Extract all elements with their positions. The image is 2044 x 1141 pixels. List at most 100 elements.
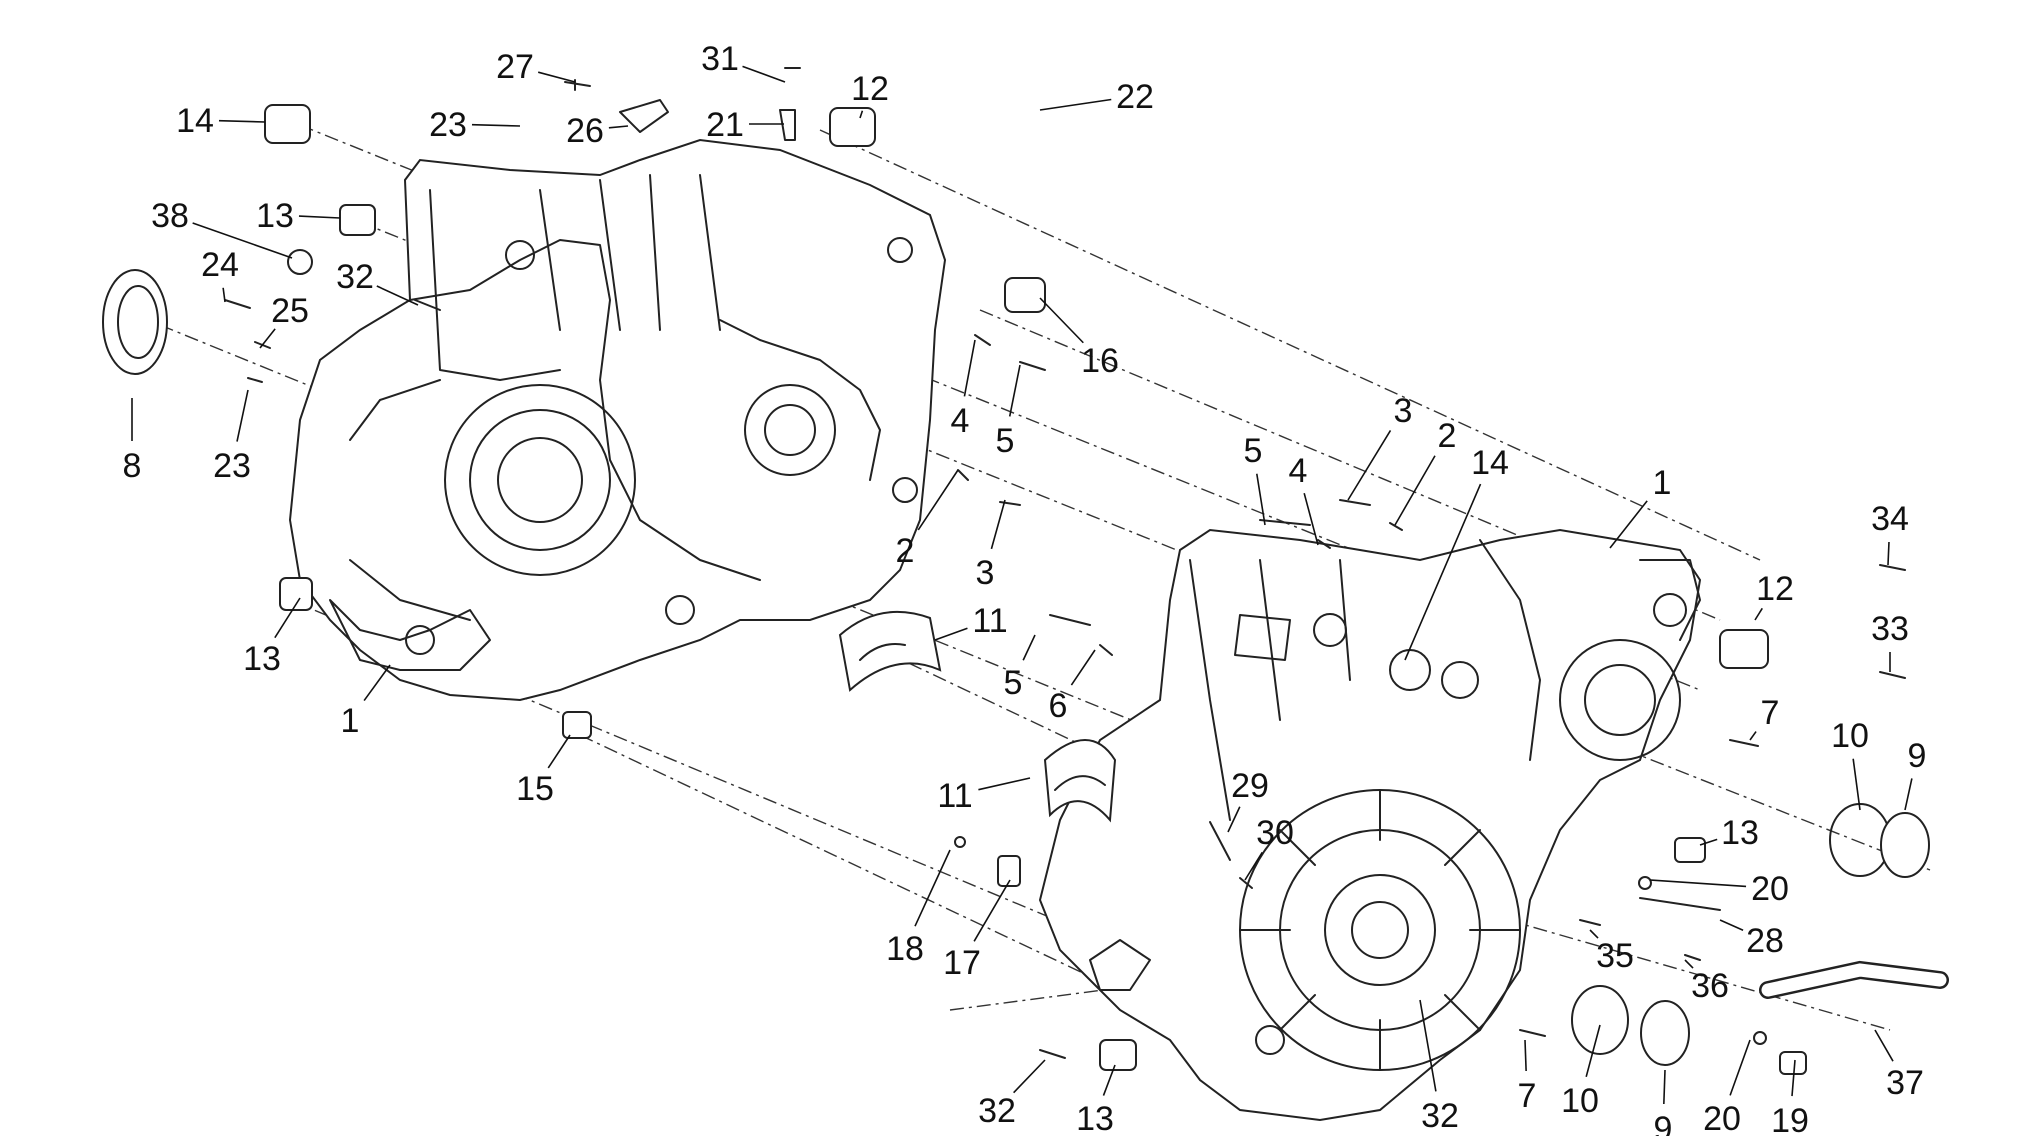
callout-leader-line bbox=[1791, 1059, 1796, 1097]
callout-23[interactable]: 23 bbox=[429, 106, 521, 144]
callout-leader-line bbox=[222, 287, 226, 303]
callout-leader-line bbox=[1394, 455, 1436, 526]
callout-37[interactable]: 37 bbox=[1874, 1029, 1924, 1102]
callout-leader-line bbox=[1699, 838, 1718, 846]
callout-21[interactable]: 21 bbox=[706, 106, 784, 144]
callout-10[interactable]: 10 bbox=[1831, 717, 1869, 811]
callout-14[interactable]: 14 bbox=[1404, 444, 1509, 661]
callout-5[interactable]: 5 bbox=[1244, 432, 1266, 526]
callout-34[interactable]: 34 bbox=[1871, 500, 1909, 566]
callout-number: 13 bbox=[1721, 814, 1759, 852]
callout-27[interactable]: 27 bbox=[496, 48, 576, 86]
callout-38[interactable]: 38 bbox=[151, 197, 293, 259]
callout-17[interactable]: 17 bbox=[943, 879, 1011, 982]
callout-number: 3 bbox=[1394, 392, 1413, 430]
callout-number: 14 bbox=[176, 102, 214, 140]
callout-number: 5 bbox=[996, 422, 1015, 460]
callout-7[interactable]: 7 bbox=[1749, 694, 1779, 741]
callout-leader-line bbox=[1039, 297, 1084, 344]
callout-1[interactable]: 1 bbox=[341, 664, 391, 740]
seal-8 bbox=[102, 269, 168, 375]
callout-leader-line bbox=[376, 285, 419, 306]
callout-13[interactable]: 13 bbox=[1076, 1064, 1116, 1138]
callout-11[interactable]: 11 bbox=[934, 602, 1008, 641]
callout-leader-line bbox=[1585, 1024, 1601, 1078]
callout-5[interactable]: 5 bbox=[996, 364, 1021, 460]
callout-10[interactable]: 10 bbox=[1561, 1024, 1601, 1120]
callout-leader-line bbox=[471, 123, 521, 127]
callout-leader-line bbox=[274, 597, 301, 639]
callout-number: 34 bbox=[1871, 500, 1909, 538]
callout-32[interactable]: 32 bbox=[336, 258, 419, 306]
callout-14[interactable]: 14 bbox=[176, 102, 266, 140]
callout-leader-line bbox=[1347, 430, 1392, 501]
callout-leader-line bbox=[1663, 1069, 1666, 1105]
callout-9[interactable]: 9 bbox=[1654, 1069, 1673, 1141]
callout-3[interactable]: 3 bbox=[976, 499, 1006, 592]
callout-19[interactable]: 19 bbox=[1771, 1059, 1809, 1140]
callout-36[interactable]: 36 bbox=[1684, 959, 1729, 1005]
callout-22[interactable]: 22 bbox=[1039, 78, 1154, 116]
callout-12[interactable]: 12 bbox=[1754, 570, 1794, 621]
callout-leader-line bbox=[1256, 473, 1266, 526]
callout-1[interactable]: 1 bbox=[1609, 464, 1672, 549]
callout-20[interactable]: 20 bbox=[1649, 870, 1789, 908]
callout-35[interactable]: 35 bbox=[1589, 929, 1634, 975]
bearing-shell-11-upper bbox=[838, 610, 942, 692]
callout-5[interactable]: 5 bbox=[1004, 634, 1036, 702]
callout-number: 28 bbox=[1746, 922, 1784, 960]
callout-30[interactable]: 30 bbox=[1244, 814, 1294, 881]
callout-12[interactable]: 12 bbox=[851, 70, 889, 119]
callout-4[interactable]: 4 bbox=[1289, 452, 1319, 546]
callout-24[interactable]: 24 bbox=[201, 246, 239, 303]
callout-number: 12 bbox=[851, 70, 889, 108]
callout-3[interactable]: 3 bbox=[1347, 392, 1413, 501]
callout-number: 26 bbox=[566, 112, 604, 150]
callout-number: 11 bbox=[937, 777, 972, 815]
callout-leader-line bbox=[363, 664, 391, 702]
callout-leader-line bbox=[1419, 999, 1437, 1092]
callout-13[interactable]: 13 bbox=[243, 597, 301, 678]
callout-29[interactable]: 29 bbox=[1227, 767, 1269, 833]
callout-number: 21 bbox=[706, 106, 744, 144]
callout-number: 1 bbox=[1653, 464, 1672, 502]
callout-23[interactable]: 23 bbox=[213, 389, 251, 485]
callout-number: 15 bbox=[516, 770, 554, 808]
callout-7[interactable]: 7 bbox=[1518, 1039, 1537, 1115]
callout-8[interactable]: 8 bbox=[123, 398, 142, 485]
callout-15[interactable]: 15 bbox=[516, 734, 571, 808]
callout-leader-line bbox=[1904, 778, 1913, 811]
callout-number: 2 bbox=[1438, 417, 1457, 455]
callout-leader-line bbox=[608, 125, 629, 129]
callout-18[interactable]: 18 bbox=[886, 849, 951, 968]
callout-number: 4 bbox=[1289, 452, 1308, 490]
left-crankcase-half bbox=[288, 138, 947, 702]
callout-leader-line bbox=[1754, 607, 1763, 621]
callout-32[interactable]: 32 bbox=[1419, 999, 1459, 1135]
callout-leader-line bbox=[1684, 959, 1694, 969]
callout-26[interactable]: 26 bbox=[566, 112, 629, 150]
callout-33[interactable]: 33 bbox=[1871, 610, 1909, 672]
callout-4[interactable]: 4 bbox=[951, 339, 976, 440]
callout-6[interactable]: 6 bbox=[1049, 649, 1096, 725]
callout-13[interactable]: 13 bbox=[1699, 814, 1759, 852]
callout-2[interactable]: 2 bbox=[1394, 417, 1457, 526]
small-parts bbox=[224, 67, 1930, 1075]
callout-number: 10 bbox=[1561, 1082, 1599, 1120]
callout-13[interactable]: 13 bbox=[256, 197, 341, 235]
callout-number: 5 bbox=[1004, 664, 1023, 702]
callout-9[interactable]: 9 bbox=[1904, 737, 1926, 811]
callout-31[interactable]: 31 bbox=[701, 40, 786, 83]
callout-leader-line bbox=[1244, 851, 1263, 881]
callout-11[interactable]: 11 bbox=[937, 777, 1031, 815]
callout-32[interactable]: 32 bbox=[978, 1059, 1046, 1130]
callout-16[interactable]: 16 bbox=[1039, 297, 1119, 380]
callout-leader-line bbox=[1589, 929, 1599, 939]
callout-2[interactable]: 2 bbox=[896, 469, 959, 570]
callout-25[interactable]: 25 bbox=[259, 292, 309, 349]
callout-28[interactable]: 28 bbox=[1719, 919, 1784, 960]
callout-leader-line bbox=[1729, 1039, 1751, 1096]
callout-number: 36 bbox=[1691, 967, 1729, 1005]
callout-20[interactable]: 20 bbox=[1703, 1039, 1751, 1138]
